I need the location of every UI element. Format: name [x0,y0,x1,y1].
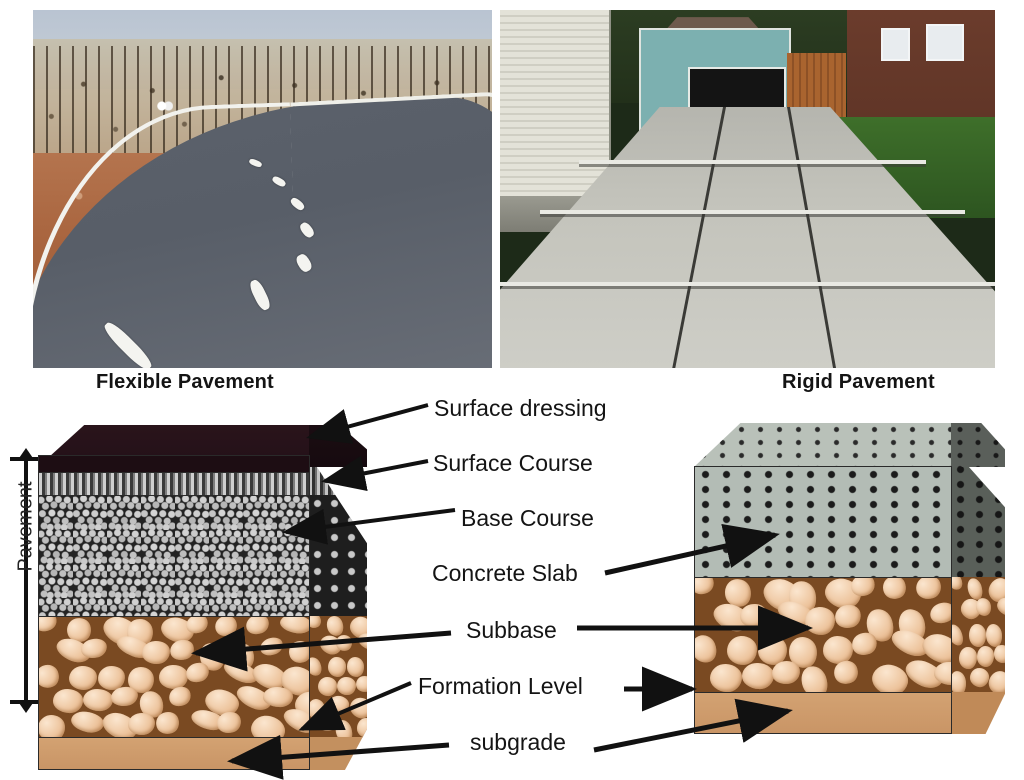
layer-concrete-slab [694,466,952,578]
aggregate-stone [803,605,836,636]
aggregate-stone [913,578,944,602]
rigid-block-top-face [694,423,952,467]
aggregate-stone [868,660,912,692]
rigid-pavement-photo [500,10,995,368]
right-edge-line [290,89,492,250]
aggregate-stone [709,663,743,692]
brick-house-window [925,24,965,61]
aggregate-stone [968,623,986,648]
pavement-depth-bracket [8,448,42,713]
aggregate-stone [879,578,911,604]
aggregate-stone [336,676,357,696]
rigid-block-side-face [951,447,1005,734]
aggregate-stone [345,656,366,679]
aggregate-stone [993,643,1005,665]
aggregate-stone [951,670,968,693]
bracket-stem [24,458,28,703]
aggregate-stone [279,617,309,635]
side-subbase [951,577,1005,693]
aggregate-stone [39,661,62,692]
flexible-block-side-face [309,455,367,770]
side-subbase [309,616,367,738]
flexible-pavement-photo [33,10,492,368]
layer-subgrade [38,737,310,770]
transverse-joint [500,282,995,287]
aggregate-stone [69,708,105,735]
aggregate-stone [725,635,758,666]
layer-subbase [694,577,952,693]
side-subgrade [951,692,1005,734]
aggregate-stone [82,688,114,712]
rigid-pavement-diagram-block [694,423,1005,748]
flexible-pavement-diagram-block [38,425,368,770]
label-subgrade: subgrade [470,729,566,755]
arrow-down-icon [17,700,35,713]
transverse-joint [539,210,966,215]
aggregate-stone [951,621,966,648]
layer-subbase [38,616,310,738]
pavement-bracket-label: Pavement [14,481,37,572]
side-subgrade [309,737,367,770]
aggregate-stone [248,711,288,737]
aggregate-stone [958,646,978,670]
aggregate-stone [309,654,325,678]
aggregate-stone [695,631,720,667]
aggregate-stone [39,617,60,635]
aggregate-stone [695,578,718,599]
aggregate-stone [285,637,309,667]
aggregate-stone [356,717,367,738]
label-subbase: Subbase [466,617,557,643]
layer-surface-dressing [38,455,310,473]
aggregate-stone [317,676,338,698]
aggregate-stone [327,694,352,715]
aggregate-stone [968,666,991,690]
label-base-course: Base Course [461,505,594,531]
aggregate-stone [257,634,285,659]
aggregate-stone [354,674,367,693]
aggregate-stone [741,662,775,691]
caption-rigid-pavement: Rigid Pavement [782,371,935,393]
aggregate-stone [212,617,241,639]
aggregate-stone [309,616,323,630]
label-surface-dressing: Surface dressing [434,395,607,421]
label-formation-level: Formation Level [418,673,583,699]
layer-subgrade [694,692,952,734]
aggregate-stone [927,599,951,627]
brick-house-window [881,27,910,61]
side-base-course [309,495,367,617]
label-concrete-slab: Concrete Slab [432,560,578,586]
layer-base-course [38,495,310,617]
aggregate-stone [141,640,171,666]
aggregate-stone [951,577,965,593]
aggregate-stone [52,688,84,714]
caption-flexible-pavement: Flexible Pavement [96,371,274,393]
aggregate-stone [39,713,67,737]
transverse-joint [579,160,926,165]
aggregate-stone [243,617,273,638]
aggregate-stone [822,635,854,664]
flexible-block-top-right-bevel [309,425,367,467]
aggregate-stone [985,667,1005,693]
rigid-block-top-right-bevel [951,423,1005,467]
layer-surface-course [38,472,310,496]
aggregate-stone [327,656,347,678]
aggregate-stone [67,664,98,691]
pedestrians [156,99,173,112]
aggregate-stone [317,715,336,732]
aggregate-stone [976,645,996,668]
label-surface-course: Surface Course [433,450,593,476]
